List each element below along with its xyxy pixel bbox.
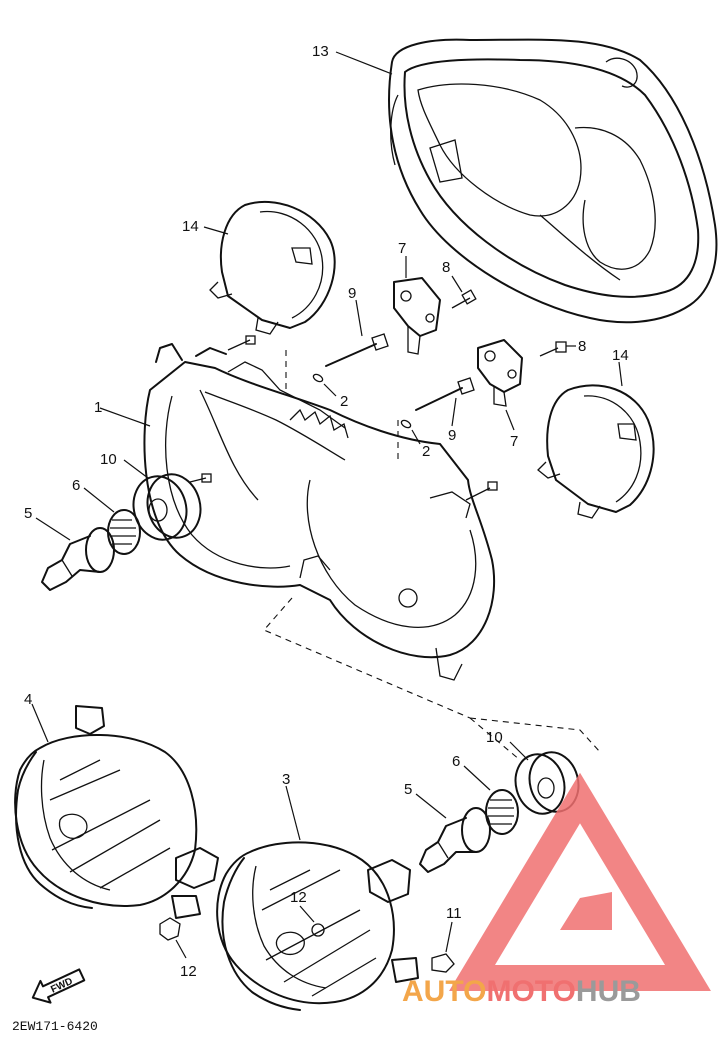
- label-9-lower: 9: [448, 427, 456, 444]
- watermark-auto: AUTO: [402, 975, 486, 1008]
- watermark-g-shape: [560, 892, 612, 930]
- drawing-code: 2EW171-6420: [12, 1019, 98, 1034]
- watermark-logo: [449, 772, 711, 991]
- label-7-upper: 7: [398, 240, 406, 257]
- part-7-bracket-lower: 7: [477, 339, 523, 450]
- part-14-bulb-cover-right: 14: [537, 347, 655, 519]
- label-12-right: 12: [290, 889, 307, 906]
- part-3-headlight-unit-right: 3: [216, 771, 419, 1011]
- part-12-bolts: 12 12: [159, 889, 315, 980]
- label-5-upper: 5: [24, 505, 32, 522]
- part-7-bracket-upper: 7: [393, 240, 441, 355]
- watermark-hub: HUB: [576, 975, 641, 1008]
- label-5-lower: 5: [404, 781, 412, 798]
- label-14-right: 14: [612, 347, 629, 364]
- label-3: 3: [282, 771, 290, 788]
- label-14-left: 14: [182, 218, 199, 235]
- part-11-position-bulb: 11: [431, 905, 462, 973]
- label-7-lower: 7: [510, 433, 518, 450]
- label-11: 11: [446, 905, 462, 922]
- watermark-triangle: [449, 772, 711, 991]
- label-8-upper: 8: [442, 259, 450, 276]
- label-1: 1: [94, 399, 102, 416]
- label-4: 4: [24, 691, 32, 708]
- part-13-headlight-cover: 13: [312, 38, 718, 324]
- part-1-headlight-housing: 1: [94, 335, 498, 681]
- label-6-upper: 6: [72, 477, 80, 494]
- fwd-label: FWD: [49, 976, 74, 996]
- label-9-upper: 9: [348, 285, 356, 302]
- part-4-headlight-unit-left: 4: [14, 691, 219, 919]
- label-8-lower: 8: [578, 338, 586, 355]
- watermark-moto: MOTO: [486, 975, 575, 1008]
- label-12-left: 12: [180, 963, 197, 980]
- part-8-screws: 8 8: [442, 259, 586, 357]
- part-9-adjusting-bolts: 9 9: [325, 285, 475, 444]
- label-2-upper: 2: [340, 393, 348, 410]
- label-10-lower: 10: [486, 729, 503, 746]
- watermark-text: AUTOMOTOHUB: [402, 975, 641, 1008]
- label-6-lower: 6: [452, 753, 460, 770]
- part-2-clips: 2 2: [312, 373, 430, 460]
- forward-direction-arrow: FWD: [31, 968, 86, 1004]
- part-14-bulb-cover-left: 14: [182, 200, 336, 335]
- assembly-guide-lines: [263, 350, 601, 761]
- bulb-assembly-lower: 10 6 5: [404, 729, 580, 873]
- label-10-upper: 10: [100, 451, 117, 468]
- label-2-lower: 2: [422, 443, 430, 460]
- bulb-assembly-upper: 10 6 5: [24, 451, 202, 591]
- label-13: 13: [312, 43, 329, 60]
